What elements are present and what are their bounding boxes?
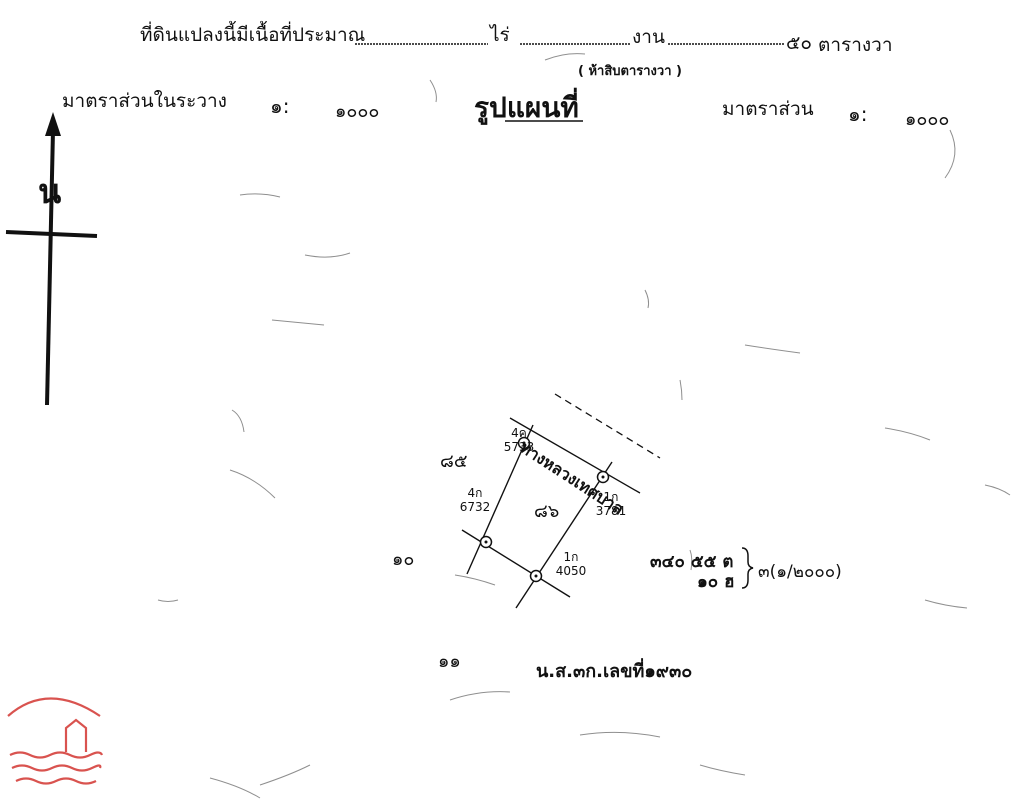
grid-ref-line2: ๑๐ ฮ (697, 572, 735, 592)
north-label: น (38, 172, 62, 212)
boundary-marker-icon (596, 470, 610, 484)
grid-ref-line1: ๓๔๐ ๕๕ ต (650, 552, 734, 572)
marker-label: 1ก 4050 (548, 550, 594, 578)
marker-number: 6732 (459, 500, 491, 514)
wa-value: ๕๐ (786, 32, 812, 54)
house-waves-icon (7, 697, 104, 785)
north-arrow-icon (5, 112, 98, 406)
marker-number: 5733 (503, 440, 535, 454)
boundary-marker-icon (529, 569, 543, 583)
parcel-line-east (515, 461, 613, 609)
rai-unit: ไร่ (490, 24, 510, 46)
scan-noise (157, 53, 1011, 799)
boundary-marker-icon (517, 436, 531, 450)
marker-number: 4050 (555, 564, 587, 578)
doc-number: น.ส.๓ก.เลขที่๑๙๓๐ (536, 661, 693, 682)
marker-code: 1ก (563, 550, 579, 564)
marker-label: 4ค 5733 (496, 426, 542, 454)
road-dashed-edge (554, 393, 661, 459)
neighbor-parcel-nw: ๘๕ (440, 451, 468, 472)
scale-right-value: ๑๐๐๐ (905, 109, 950, 130)
wa-note: ( ห้าสิบตารางวา ) (578, 64, 682, 79)
scale-right-label: มาตราส่วน (722, 98, 814, 120)
scale-left-value: ๑๐๐๐ (335, 101, 380, 122)
marker-code: 4ค (511, 426, 527, 440)
marker-number: 3781 (595, 504, 627, 518)
neighbor-parcel-w: ๑๐ (392, 549, 415, 570)
parcel-number: ๘๖ (534, 501, 560, 522)
neighbor-parcel-s: ๑๑ (438, 651, 461, 672)
marker-label: 4ก 6732 (452, 486, 498, 514)
boundary-marker-icon (479, 535, 493, 549)
parcel-line-west (466, 424, 534, 575)
wa-unit: ตารางวา (818, 34, 893, 56)
scale-right-prefix: ๑: (848, 102, 868, 126)
page-title: รูปแผนที่ (474, 91, 579, 124)
road-boundary-line (509, 417, 641, 494)
grid-ref-brace (741, 547, 754, 589)
scale-left-label: มาตราส่วนในระวาง (62, 90, 227, 112)
marker-code: 4ก (467, 486, 483, 500)
scale-left-prefix: ๑: (270, 94, 290, 118)
ngan-unit: งาน (632, 26, 665, 48)
marker-label: 1ก 3781 (588, 490, 634, 518)
grid-ref-sheet: ๓(๑/๒๐๐๐) (758, 562, 842, 582)
area-label: ที่ดินแปลงนี้มีเนื้อที่ประมาณ (140, 24, 366, 46)
marker-code: 1ก (603, 490, 619, 504)
